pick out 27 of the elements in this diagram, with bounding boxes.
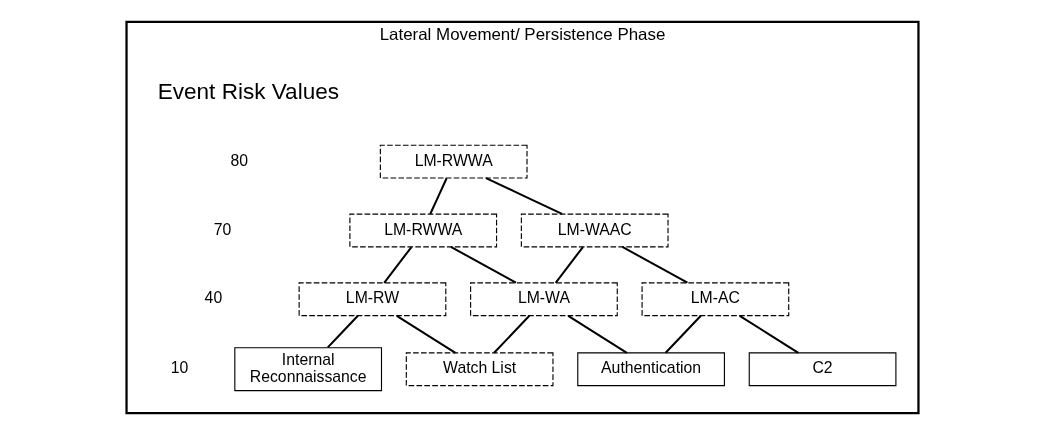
node-box: LM-RWWA [349,213,498,248]
connector [621,246,688,284]
connector [485,177,563,215]
connector [429,177,448,215]
node-box: Internal Reconnaissance [234,347,383,392]
node-box: Watch List [405,352,554,387]
node-box: Authentication [577,352,725,387]
connector [664,315,702,354]
node-box: LM-RW [298,282,447,317]
node-box: LM-AC [641,282,790,317]
node-box: C2 [748,352,897,387]
connector [327,315,359,349]
connector [450,246,517,284]
connector [739,314,799,354]
node-box: LM-RWWA [379,144,528,179]
connector [383,246,413,284]
connector [554,246,584,284]
label: 80 [230,151,249,169]
label: Event Risk Values [157,78,340,104]
node-box: LM-WAAC [520,213,669,248]
connector [567,314,628,354]
label: 70 [213,220,232,238]
connector [396,314,456,354]
connector [493,315,531,354]
label: 10 [170,359,189,377]
node-box: LM-WA [470,282,618,317]
label: 40 [204,289,223,307]
